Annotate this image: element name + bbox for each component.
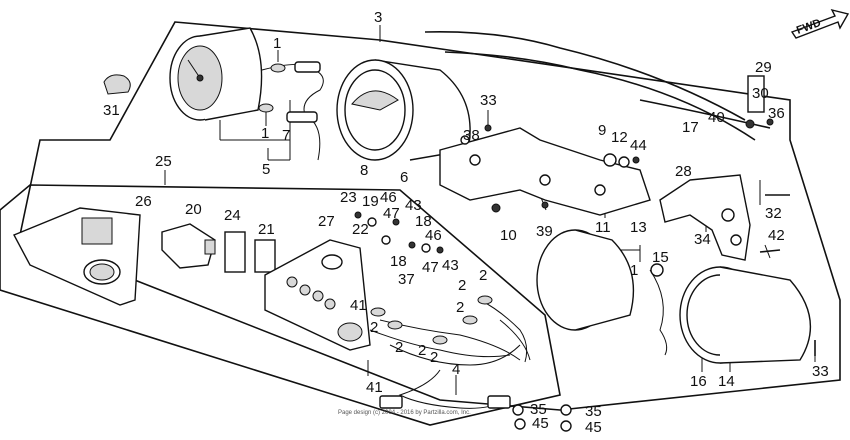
small-hardware [354,124,816,432]
callout-1: 1 [630,262,638,279]
wire-harness [369,295,531,409]
callout-45: 45 [532,415,549,432]
assembly-25-outline [0,184,561,426]
callout-44: 44 [630,137,647,154]
callout-14: 14 [718,373,735,390]
callout-47: 47 [383,205,400,222]
callout-2: 2 [370,319,378,336]
callout-41: 41 [366,379,383,396]
callout-28: 28 [675,163,692,180]
callout-37: 37 [398,271,415,288]
callout-35: 35 [585,403,602,420]
plate-24 [224,231,246,273]
callout-34: 34 [694,231,711,248]
indicator-bracket [659,174,790,261]
callout-5: 5 [262,161,270,178]
callout-31: 31 [103,102,120,119]
callout-8: 8 [360,162,368,179]
callout-39: 39 [536,223,553,240]
callout-labels: 3 31 1 1 5 7 8 6 33 38 29 30 36 40 17 9 … [103,9,829,436]
callout-29: 29 [755,59,772,76]
callout-36: 36 [768,105,785,122]
callout-13: 13 [630,219,647,236]
callout-41: 41 [350,297,367,314]
callout-20: 20 [185,201,202,218]
callout-17: 17 [682,119,699,136]
meter-case-ring [679,266,812,364]
callout-47: 47 [422,259,439,276]
forward-arrow-icon: FWD [790,8,850,39]
callout-12: 12 [611,129,628,146]
copyright-notice: Page design (c) 2004 - 2016 by Partzilla… [338,410,471,416]
callout-16: 16 [690,373,707,390]
callout-11: 11 [595,219,611,236]
callout-10: 10 [500,227,517,244]
tachometer-case [336,59,471,161]
lower-meter-gauge [536,229,668,356]
callout-24: 24 [224,207,241,224]
callout-25: 25 [155,153,172,170]
callout-27: 27 [318,213,335,230]
callout-1: 1 [261,125,269,142]
callout-46: 46 [425,227,442,244]
callout-9: 9 [598,122,606,139]
speedometer-gauge [169,27,263,121]
assembly-3-outline [19,21,841,411]
callout-46: 46 [380,189,397,206]
callout-15: 15 [652,249,669,266]
callout-32: 32 [765,205,782,222]
callout-30: 30 [752,85,769,102]
callout-2: 2 [418,342,426,359]
callout-19: 19 [362,193,379,210]
callout-18: 18 [390,253,407,270]
callout-38: 38 [463,127,480,144]
callout-18: 18 [415,213,432,230]
indicator-panel [264,239,371,351]
callout-2: 2 [430,349,438,366]
callout-2: 2 [456,299,464,316]
callout-42: 42 [768,227,785,244]
meter-bracket [439,127,651,216]
callout-35: 35 [530,401,547,418]
ignition-key-cover [103,74,131,95]
callout-21: 21 [258,221,275,238]
meter-panel-cover [13,207,141,306]
callout-2: 2 [395,339,403,356]
callout-45: 45 [585,419,602,436]
combination-switch [161,223,216,269]
callout-33: 33 [812,363,829,380]
meter-cables [424,31,774,141]
callout-1: 1 [273,35,281,52]
callout-43: 43 [405,197,422,214]
callout-3: 3 [374,9,382,26]
callout-2: 2 [479,267,487,284]
callout-40: 40 [708,109,725,126]
callout-6: 6 [400,169,408,186]
callout-22: 22 [352,221,369,238]
callout-43: 43 [442,257,459,274]
plate-21 [254,239,276,273]
callout-2: 2 [458,277,466,294]
callout-7: 7 [282,127,290,144]
callout-23: 23 [340,189,357,206]
callout-26: 26 [135,193,152,210]
callout-33: 33 [480,92,497,109]
callout-4: 4 [452,361,460,378]
wiring-bulb-sockets-top [258,61,324,161]
